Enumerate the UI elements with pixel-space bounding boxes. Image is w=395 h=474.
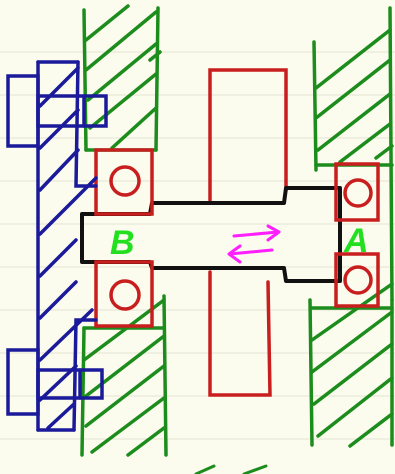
double-arrow-icon bbox=[227, 224, 281, 264]
bolt-top bbox=[6, 74, 108, 148]
bearing-b-label: B bbox=[110, 224, 135, 262]
stray-mark bbox=[194, 464, 268, 474]
bolt-bottom bbox=[6, 348, 104, 416]
bearing-a bbox=[334, 162, 380, 308]
bearing-b bbox=[94, 148, 154, 328]
bearing-cover bbox=[36, 60, 98, 432]
bearing-a-label: A bbox=[343, 222, 369, 260]
gear bbox=[208, 68, 288, 397]
